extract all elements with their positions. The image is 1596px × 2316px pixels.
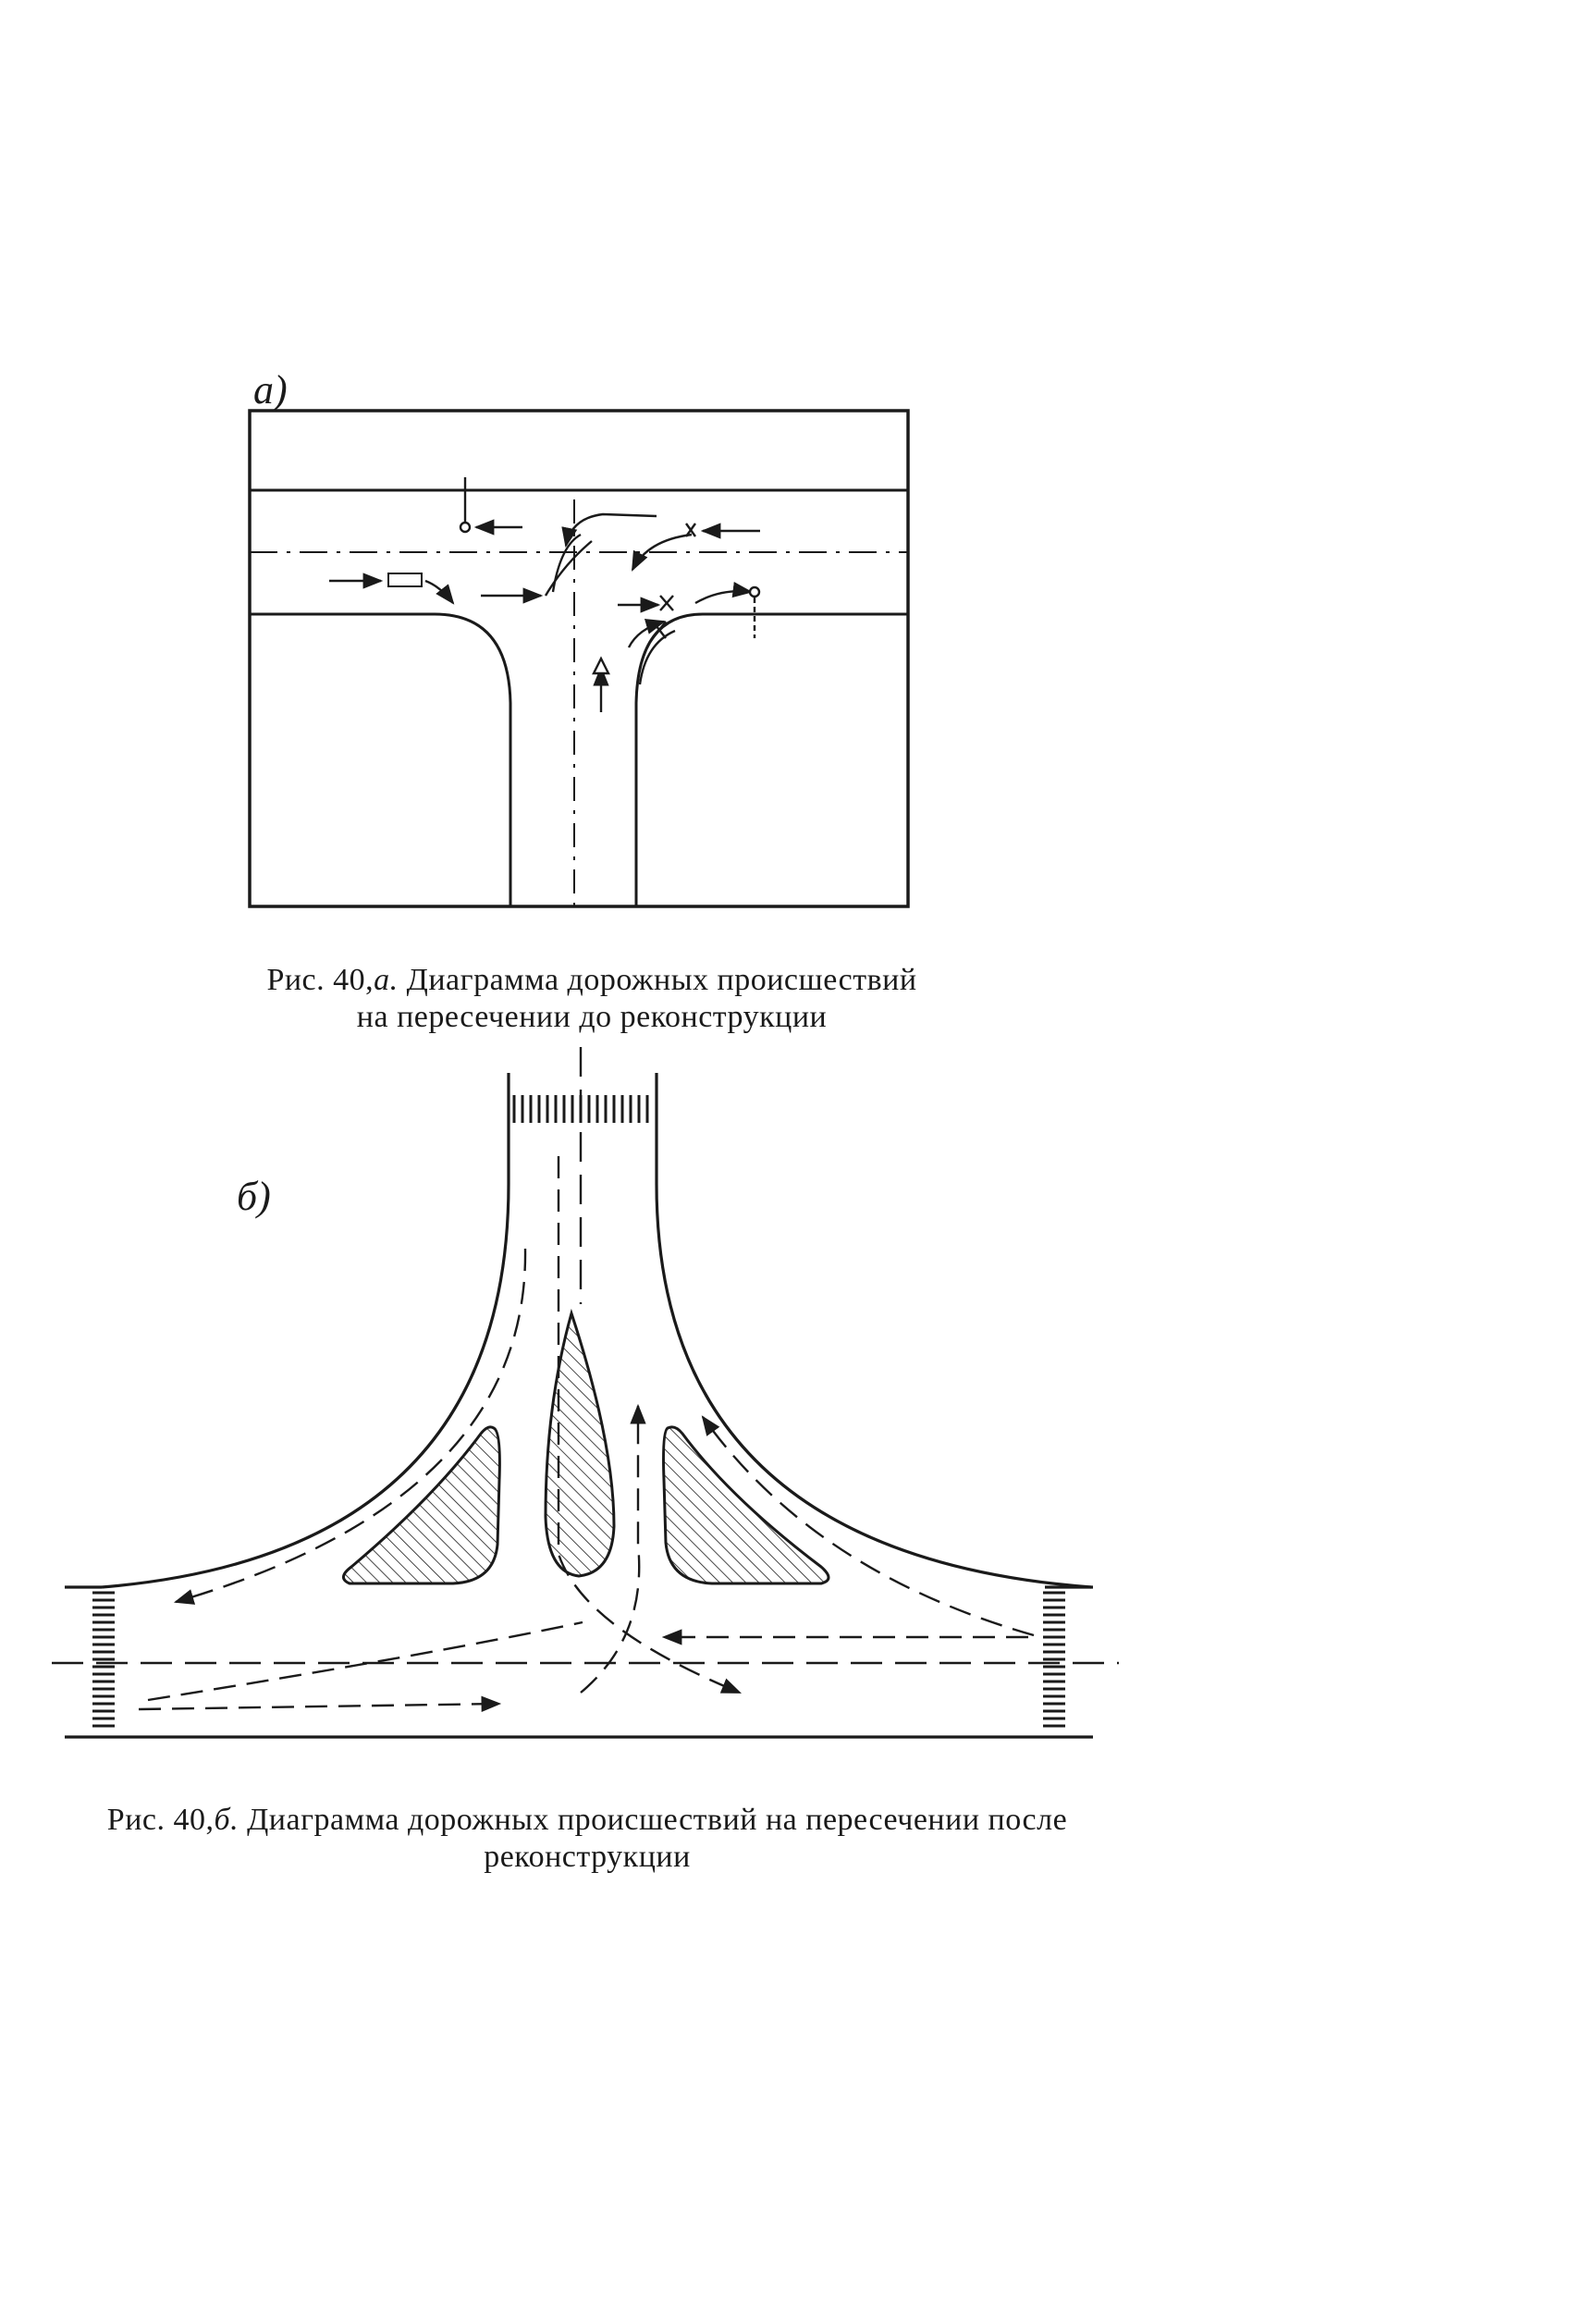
conflict-marks <box>329 477 761 712</box>
main-road-bottom-right-edge <box>634 612 908 906</box>
figure-b-caption-letter: б. <box>214 1803 239 1837</box>
flow-left-straight <box>138 1695 502 1712</box>
island-right <box>662 1425 830 1585</box>
vehicle-icon <box>387 573 423 587</box>
figure-a-caption: Рис. 40,а. Диаграмма дорожных происшеств… <box>213 962 971 1036</box>
figure-a-label: а) <box>253 367 288 413</box>
figure-a-caption-text1: Диаграмма дорожных происшествий <box>406 963 917 997</box>
flow-top-to-left <box>173 1248 527 1605</box>
flow-left-merge <box>147 1620 583 1702</box>
figure-b-caption: Рис. 40,б. Диаграмма дорожных происшеств… <box>18 1802 1156 1876</box>
conflict-point-2 <box>748 585 761 598</box>
figure-b-caption-text1: Диаграмма дорожных происшествий на перес… <box>247 1803 1068 1837</box>
main-road-bottom-left-edge <box>250 612 512 906</box>
road-edge-right <box>655 1073 1092 1589</box>
figure-b-diagram <box>52 1047 1119 1739</box>
crosswalk-ticks <box>92 1095 1065 1728</box>
figure-a-caption-line2: на пересечении до реконструкции <box>356 1000 828 1034</box>
conflict-point <box>459 521 472 534</box>
figure-a-caption-line1: Рис. 40,а. Диаграмма дорожных происшеств… <box>213 962 971 999</box>
island-center <box>544 1308 616 1578</box>
figure-a-diagram <box>248 409 910 908</box>
figure-a-frame <box>248 409 910 908</box>
hollow-arrow-icon <box>592 656 610 675</box>
figure-b-caption-line2: реконструкции <box>484 1840 691 1874</box>
island-left <box>342 1425 501 1585</box>
figure-b-label: б) <box>237 1174 271 1219</box>
traffic-flows <box>138 1156 1035 1712</box>
road-edge-left <box>101 1073 510 1589</box>
figure-b-caption-prefix: Рис. 40, <box>106 1803 215 1837</box>
figure-a-caption-prefix: Рис. 40, <box>266 963 374 997</box>
figure-a-caption-letter: а. <box>374 963 399 997</box>
figure-b-caption-line1: Рис. 40,б. Диаграмма дорожных происшеств… <box>18 1802 1156 1839</box>
flow-top-to-right <box>557 1156 742 1694</box>
flow-up-center <box>580 1403 646 1694</box>
flow-right-to-top <box>701 1415 1035 1637</box>
